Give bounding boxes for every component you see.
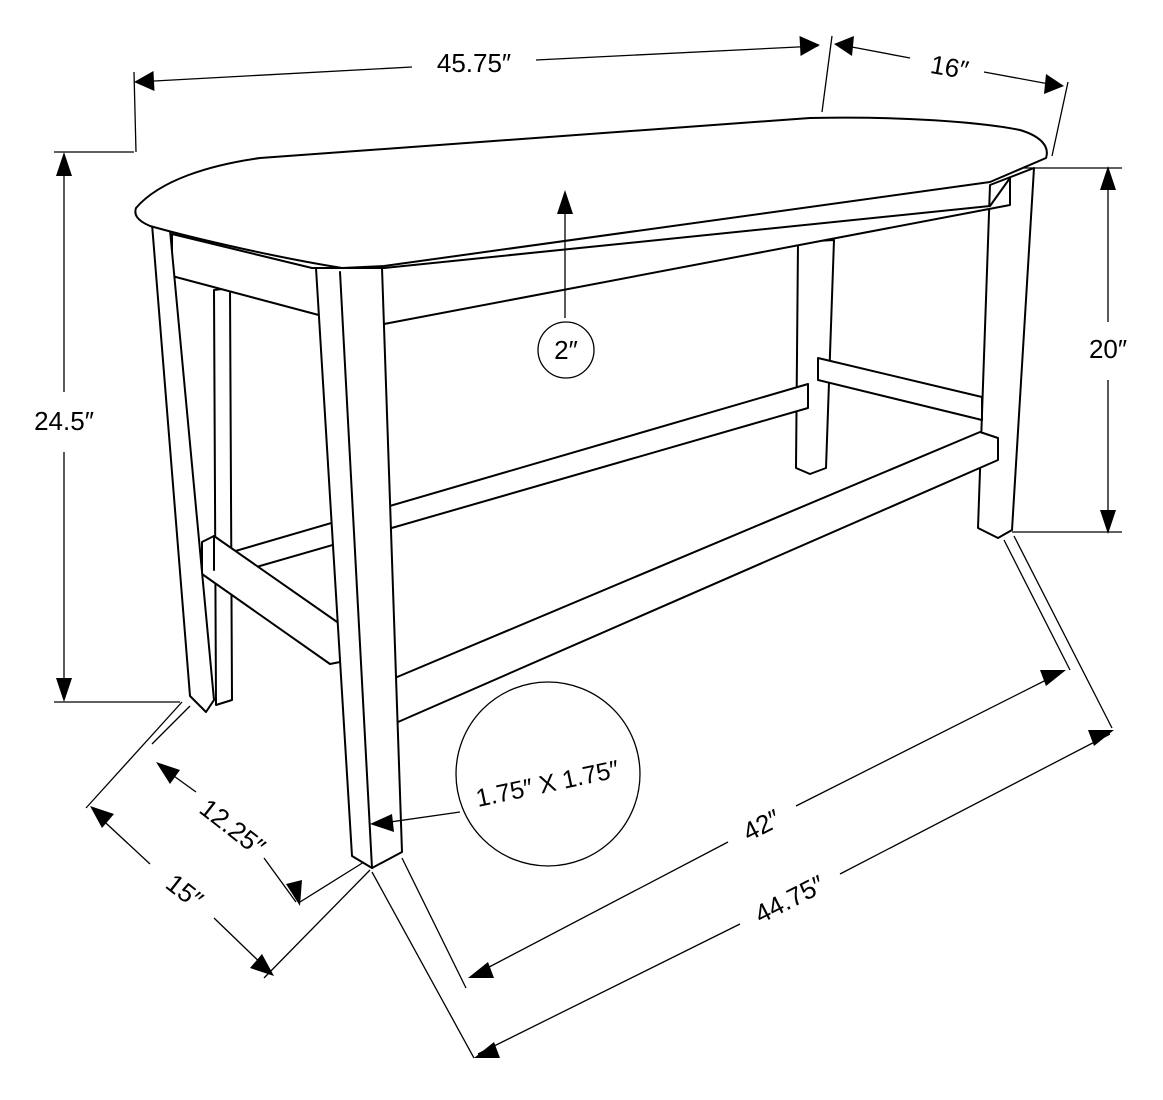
bench-illustration [134, 116, 1048, 869]
inner-width-label: 42″ [738, 803, 786, 847]
seat-thickness-callout [537, 321, 595, 379]
front-right-leg [977, 167, 1035, 539]
front-corner-leg [315, 267, 403, 869]
overall-depth-label: 16″ [928, 49, 971, 85]
front-left-leg [151, 223, 215, 713]
inner-depth-label: 12.25″ [194, 793, 271, 862]
leg-section-callout [455, 681, 641, 867]
overall-width-label: 45.75″ [437, 48, 511, 78]
leg-depth-label: 15″ [160, 868, 209, 915]
front-leg-edge [339, 271, 373, 869]
back-left-leg [213, 287, 233, 706]
dimension-lines [54, 35, 1122, 1059]
leg-width-label: 44.75″ [750, 869, 830, 929]
right-side-stretcher [817, 357, 983, 421]
seat-height-label: 20″ [1089, 334, 1127, 364]
back-right-leg [795, 239, 835, 475]
overall-height-label: 24.5″ [34, 406, 94, 436]
seat-top [134, 116, 1048, 269]
seat-thickness-label: 2″ [554, 335, 578, 365]
front-stretcher [389, 431, 999, 723]
